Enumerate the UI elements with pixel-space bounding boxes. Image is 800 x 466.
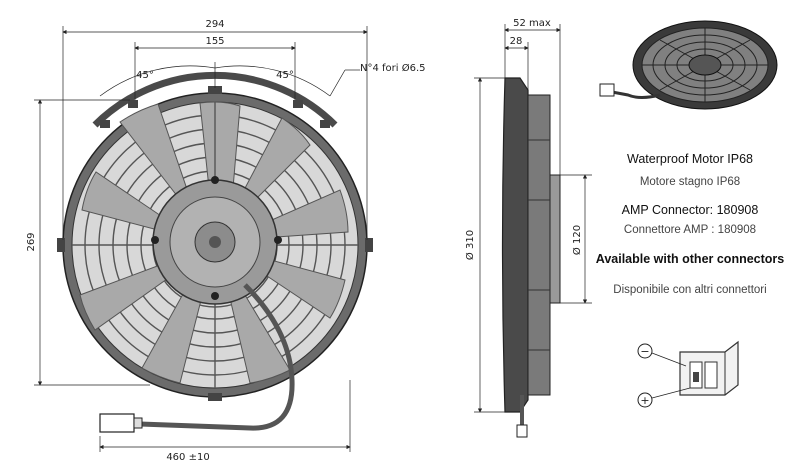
spec-connector-it: Connettore AMP : 180908 [623, 224, 757, 236]
dim-mounting-holes: N°4 fori Ø6.5 [360, 62, 426, 74]
side-dimensions [474, 24, 592, 413]
spec-connector-en: AMP Connector: 180908 [621, 203, 759, 217]
amp-connector [679, 340, 739, 396]
dim-max-depth: 52 max [513, 18, 551, 29]
front-view [57, 71, 373, 433]
positive-terminal-marker [637, 392, 653, 408]
dim-motor-diameter: Ø 120 [571, 225, 583, 255]
side-shroud [501, 77, 529, 413]
dim-angle-right: 45° [276, 70, 294, 81]
dim-angle-left: 45° [136, 70, 154, 81]
dim-height: 269 [26, 232, 37, 251]
side-plug [516, 424, 528, 438]
dim-outer-diameter: Ø 310 [464, 230, 476, 260]
spec-motor-it: Motore stagno IP68 [639, 176, 741, 188]
negative-terminal-marker [637, 343, 653, 359]
positive-terminal-label: + [640, 394, 649, 407]
cable-plug [99, 413, 143, 433]
spec-other-en: Available with other connectors [595, 252, 785, 266]
power-cable [139, 283, 295, 431]
dim-overall-width: 294 [205, 19, 224, 30]
hub-screws [151, 176, 282, 300]
spec-other-it: Disponibile con altri connettori [613, 284, 767, 296]
side-motor [549, 174, 561, 304]
negative-terminal-label: − [640, 345, 649, 358]
fan-product-image [599, 20, 778, 110]
front-dimensions [34, 26, 368, 452]
spec-motor-en: Waterproof Motor IP68 [627, 152, 753, 166]
dim-bolt-spacing: 155 [205, 36, 224, 47]
dim-depth: 28 [510, 36, 523, 47]
dim-cable-length: 460 ±10 [166, 452, 209, 463]
side-view [501, 77, 561, 438]
mounting-tabs [57, 86, 373, 401]
